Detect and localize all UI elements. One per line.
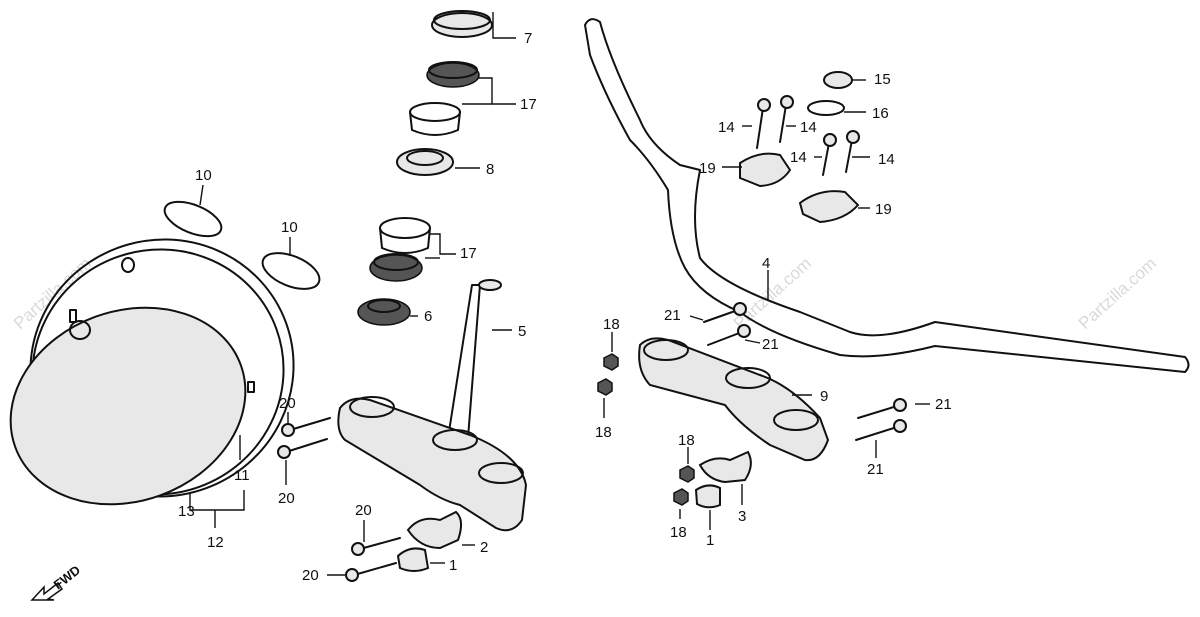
headlight-assembly (9, 184, 321, 528)
watermark: Partzilla.com (730, 254, 815, 333)
part-20-bolt (353, 562, 397, 576)
callout-5: 5 (518, 323, 526, 340)
part-17-race (409, 111, 461, 136)
part-10-ring (163, 200, 223, 238)
callout-20: 20 (302, 567, 319, 584)
part-21-bolt (703, 309, 739, 323)
part-20-bolt (285, 438, 328, 453)
callout-18: 18 (603, 316, 620, 333)
part-18-nut (597, 378, 613, 396)
callout-10: 10 (281, 219, 298, 236)
part-14-bolt (822, 142, 830, 176)
headlight-mount-hole (69, 320, 91, 340)
part-20-bolt (289, 417, 331, 431)
callout-17: 17 (460, 245, 477, 262)
callout-21: 21 (867, 461, 884, 478)
callout-20: 20 (279, 395, 296, 412)
part-19-holder (739, 152, 792, 188)
callout-16: 16 (872, 105, 889, 122)
callout-2: 2 (480, 539, 488, 556)
headlight-mount-hole (121, 257, 135, 273)
callout-19: 19 (699, 160, 716, 177)
callout-18: 18 (670, 524, 687, 541)
callout-7: 7 (524, 30, 532, 47)
watermark: Partzilla.com (1075, 254, 1160, 333)
callout-9: 9 (820, 388, 828, 405)
callout-20: 20 (278, 490, 295, 507)
part-14-bolt (779, 104, 787, 143)
callout-17: 17 (520, 96, 537, 113)
upper-clamp-assembly (597, 302, 930, 530)
callout-10: 10 (195, 167, 212, 184)
left-clamp-hardware (277, 412, 475, 582)
part-17-race-lower (379, 227, 431, 254)
callout-14: 14 (718, 119, 735, 136)
callout-14: 14 (800, 119, 817, 136)
callout-21: 21 (762, 336, 779, 353)
part-19-holder (798, 190, 860, 224)
headlight-clip (69, 309, 77, 323)
part-18-nut (679, 465, 695, 483)
part-16-washer (807, 100, 845, 116)
headlight-clip (247, 381, 255, 393)
part-18-nut (603, 353, 619, 371)
callout-21: 21 (935, 396, 952, 413)
part-3-clamp (698, 450, 752, 484)
callout-1: 1 (449, 557, 457, 574)
callout-14: 14 (878, 151, 895, 168)
fwd-indicator: FWD (30, 562, 84, 601)
headlight-lens (9, 306, 247, 506)
fwd-arrow-icon (30, 581, 64, 601)
callout-8: 8 (486, 161, 494, 178)
part-1-clamp (396, 547, 430, 572)
part-17-bearing-lower (369, 254, 423, 282)
fwd-label: FWD (51, 562, 84, 592)
part-7-nut (431, 12, 493, 38)
callout-14: 14 (790, 149, 807, 166)
callout-4: 4 (762, 255, 770, 272)
part-14-bolt (756, 107, 764, 149)
part-8-race (396, 148, 454, 176)
callout-20: 20 (355, 502, 372, 519)
part-21-bolt (857, 405, 898, 419)
steering-stem-assembly (337, 10, 528, 532)
callout-1: 1 (706, 532, 714, 549)
part-5-lower-triple-clamp (337, 397, 528, 532)
callout-6: 6 (424, 308, 432, 325)
callout-21: 21 (664, 307, 681, 324)
part-21-bolt (707, 331, 743, 346)
callout-13: 13 (178, 503, 195, 520)
callout-19: 19 (875, 201, 892, 218)
part-10-ring (261, 252, 321, 290)
part-20-bolt (359, 537, 401, 550)
callout-11: 11 (234, 467, 250, 484)
part-4-handlebar (584, 18, 1190, 373)
handlebar-assembly (584, 18, 1190, 373)
callout-3: 3 (738, 508, 746, 525)
part-21-bolt (855, 426, 898, 441)
part-18-nut (673, 488, 689, 506)
callout-18: 18 (678, 432, 695, 449)
part-15-nut (823, 71, 853, 89)
part-2-clamp (406, 510, 462, 550)
callout-18: 18 (595, 424, 612, 441)
part-9-upper-triple-clamp (638, 337, 830, 462)
callout-12: 12 (207, 534, 224, 551)
part-14-bolt (845, 139, 853, 173)
callout-layer: 7 17 8 17 6 5 10 10 11 13 12 20 20 20 20… (178, 30, 952, 584)
callout-15: 15 (874, 71, 891, 88)
part-5-stem-shaft (447, 284, 481, 439)
part-1-clamp (694, 484, 721, 509)
